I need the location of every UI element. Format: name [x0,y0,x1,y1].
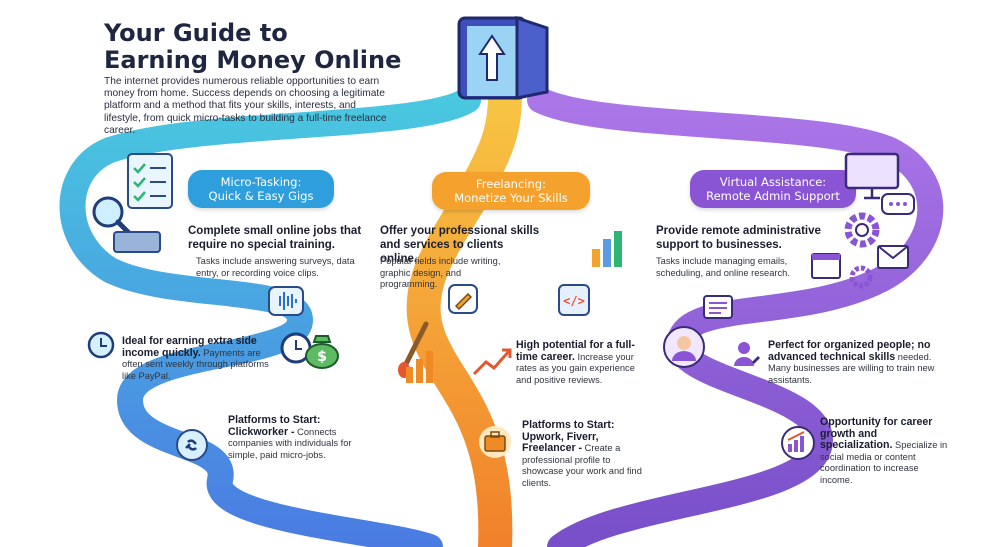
bar-chart-icon [590,225,628,274]
micro-detail: Tasks include answering surveys, data en… [196,256,355,278]
trend-up-icon [470,344,514,385]
freelance-detail: Popular fields include writing, graphic … [380,256,501,289]
freelance-badge: Freelancing:Monetize Your Skills [432,172,590,210]
virtual-badge: Virtual Assistance:Remote Admin Support [690,170,856,208]
virtual-lead: Provide remote administrative support to… [656,225,821,251]
magnifier-icon [86,190,140,249]
growth-arrow-icon [780,426,816,465]
headset-person-icon [662,325,706,374]
svg-text:</>: </> [563,294,585,308]
mail-icon [876,244,910,275]
computer-icon [842,150,902,209]
gear-icon [840,208,884,257]
briefcase-icon [478,425,512,464]
pen-icon [448,284,478,319]
intro-text: The internet provides numerous reliable … [104,76,387,136]
virtual-road [527,87,944,547]
audio-wave-icon [268,286,304,321]
link-icon [175,428,209,467]
svg-text:$: $ [317,349,327,365]
door-icon [455,14,555,100]
freelance-platforms: Platforms to Start: Upwork, Fiverr, Free… [522,419,642,488]
micro-platforms: Platforms to Start: Clickworker - Connec… [228,414,352,460]
virtual-detail: Tasks include managing emails, schedulin… [656,256,790,278]
money-bag-icon: $ [302,330,342,375]
calendar-icon [810,250,842,285]
keyboard-icon [112,230,162,259]
micro-point2: Ideal for earning extra side income quic… [122,335,269,381]
clock-icon [86,330,116,365]
stopwatch-icon [278,328,314,369]
virtual-point2: Perfect for organized people; no advance… [768,339,935,385]
gear-small-icon [846,262,876,297]
checklist-icon [120,150,180,215]
freelance-road [406,78,522,547]
freelance-lead: Offer your professional skills and servi… [380,225,540,265]
freelance-point2: High potential for a full-time career. I… [516,339,635,385]
virtual-point3: Opportunity for career growth and specia… [820,416,948,485]
micro-badge: Micro-Tasking:Quick & Easy Gigs [188,170,334,208]
code-icon: </> [558,284,590,321]
chat-bubble-icon [880,192,916,225]
micro-road [59,87,481,547]
growth-chart-icon [402,345,442,390]
user-edit-icon [732,338,762,373]
page-title: Your Guide to Earning Money Online [104,19,402,74]
micro-lead: Complete small online jobs that require … [188,225,362,251]
document-icon [702,294,734,325]
